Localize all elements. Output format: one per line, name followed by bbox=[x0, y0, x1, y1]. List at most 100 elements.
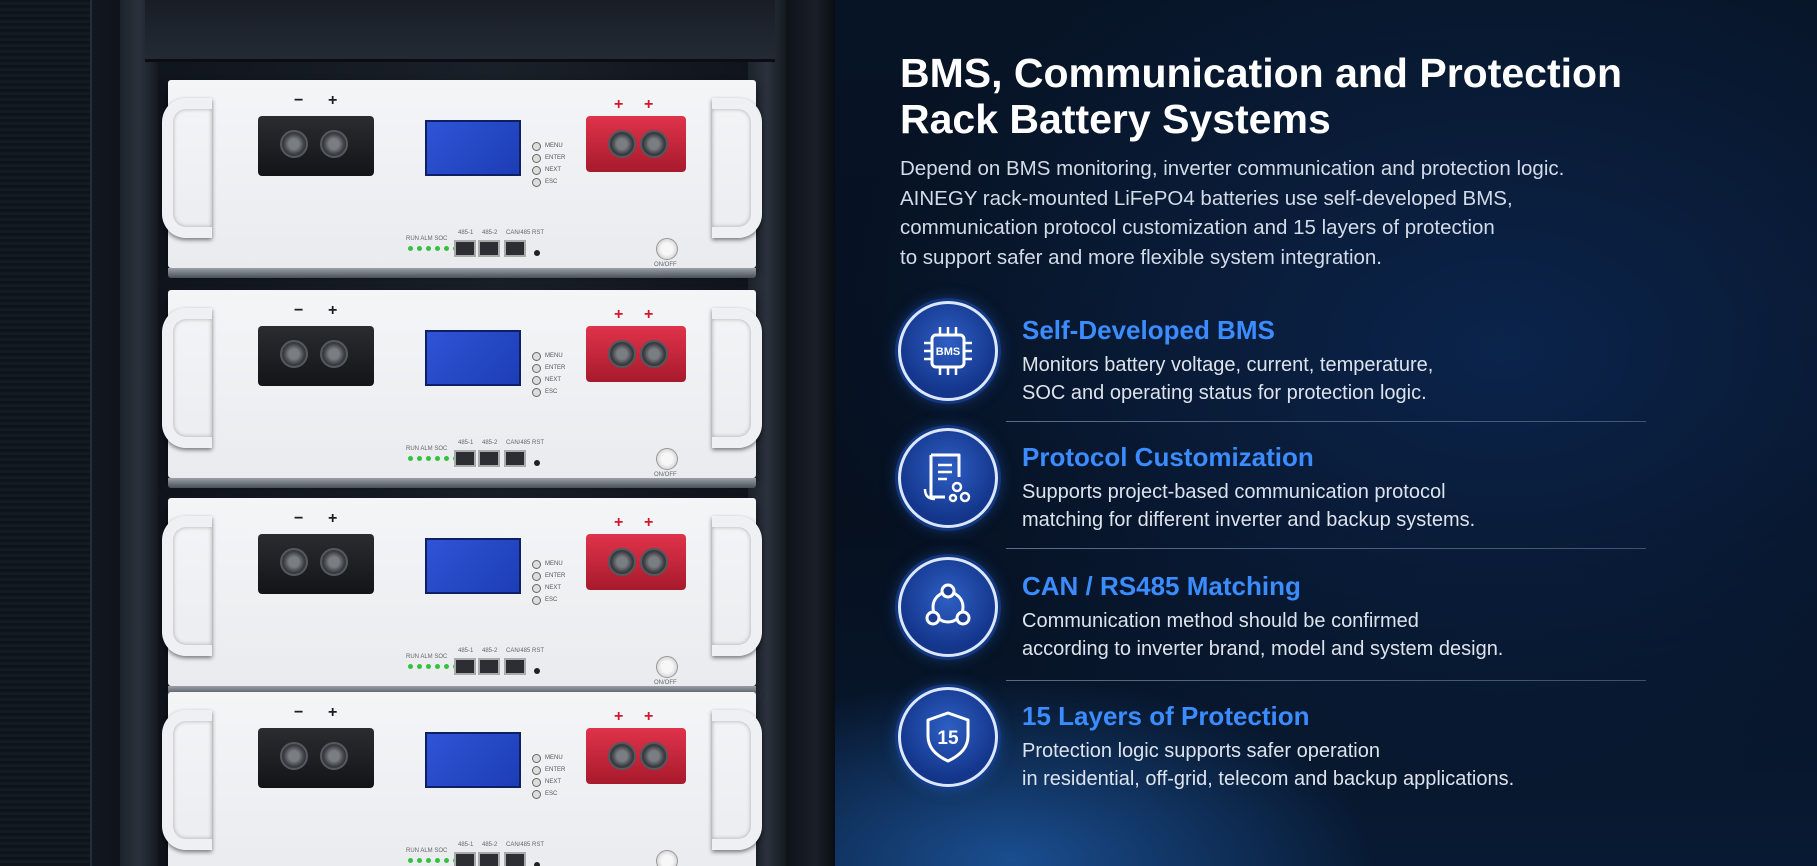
bolt bbox=[640, 130, 668, 158]
status-leds bbox=[408, 456, 458, 461]
positive-sign: + bbox=[614, 708, 624, 725]
bolt bbox=[640, 548, 668, 576]
feature-title: CAN / RS485 Matching bbox=[1022, 571, 1301, 601]
rj45-port bbox=[478, 450, 500, 467]
control-buttons: MENU ENTER NEXT ESC bbox=[532, 558, 565, 606]
onoff-label: ON/OFF bbox=[654, 262, 677, 268]
feature-description-line-1: Monitors battery voltage, current, tempe… bbox=[1022, 354, 1434, 376]
handle-left bbox=[162, 98, 212, 238]
feature-self-developed-bms: BMS Self-Developed BMS Monitors battery … bbox=[898, 301, 1648, 423]
status-led bbox=[444, 664, 449, 669]
positive-terminal bbox=[586, 728, 686, 784]
rj45-port bbox=[478, 852, 500, 866]
status-led bbox=[426, 456, 431, 461]
esc-button bbox=[532, 595, 541, 605]
lcd-display bbox=[425, 732, 521, 788]
menu-button bbox=[532, 141, 541, 151]
positive-sign: + bbox=[644, 306, 654, 323]
bolt bbox=[640, 340, 668, 368]
status-led bbox=[435, 246, 440, 251]
menu-button bbox=[532, 559, 541, 569]
feature-description: Protection logic supports safer operatio… bbox=[1022, 737, 1622, 793]
bolt bbox=[608, 340, 636, 368]
feature-description-line-2: SOC and operating status for protection … bbox=[1022, 382, 1427, 404]
network-nodes-icon bbox=[898, 557, 998, 657]
feature-description: Supports project-based communication pro… bbox=[1022, 478, 1622, 534]
feature-description-line-1: Communication method should be confirmed bbox=[1022, 610, 1419, 632]
bolt bbox=[320, 548, 348, 576]
feature-description: Communication method should be confirmed… bbox=[1022, 607, 1622, 663]
onoff-label: ON/OFF bbox=[654, 472, 677, 478]
positive-sign: + bbox=[328, 704, 338, 721]
port-label: CAN/485 bbox=[506, 842, 531, 848]
bolt bbox=[320, 340, 348, 368]
status-led bbox=[444, 858, 449, 863]
feature-description-line-2: according to inverter brand, model and s… bbox=[1022, 638, 1504, 660]
lcd-display bbox=[425, 538, 521, 594]
shield-icon: 15 bbox=[898, 687, 998, 787]
onoff-label: ON/OFF bbox=[654, 680, 677, 686]
negative-sign: − bbox=[294, 302, 304, 319]
rack-side-panel bbox=[0, 0, 92, 866]
feature-divider bbox=[1006, 680, 1646, 681]
port-label: 485-1 bbox=[458, 440, 474, 446]
status-led bbox=[435, 664, 440, 669]
status-led-labels: RUN ALM SOC bbox=[406, 446, 448, 452]
status-led bbox=[417, 246, 422, 251]
positive-sign: + bbox=[644, 514, 654, 531]
bolt bbox=[608, 130, 636, 158]
bolt bbox=[608, 548, 636, 576]
status-led bbox=[417, 664, 422, 669]
protocol-document-icon bbox=[898, 428, 998, 528]
negative-sign: − bbox=[294, 704, 304, 721]
positive-sign: + bbox=[328, 302, 338, 319]
positive-sign: + bbox=[614, 96, 624, 113]
status-leds bbox=[408, 858, 458, 863]
esc-label: ESC bbox=[545, 597, 558, 603]
negative-sign: − bbox=[294, 92, 304, 109]
rst-label: RST bbox=[532, 440, 544, 446]
feature-description-line-1: Protection logic supports safer operatio… bbox=[1022, 740, 1380, 762]
intro-paragraph: Depend on BMS monitoring, inverter commu… bbox=[900, 154, 1700, 272]
feature-description-line-1: Supports project-based communication pro… bbox=[1022, 481, 1446, 503]
enter-label: ENTER bbox=[545, 155, 566, 161]
handle-right bbox=[712, 308, 762, 448]
feature-title: 15 Layers of Protection bbox=[1022, 701, 1310, 731]
rj45-port bbox=[504, 450, 526, 467]
battery-module: − + + + MENU ENTER NEXT ESC RUN ALM SOC … bbox=[162, 692, 762, 866]
enter-label: ENTER bbox=[545, 767, 566, 773]
bms-chip-icon: BMS bbox=[898, 301, 998, 401]
power-button bbox=[656, 448, 678, 470]
negative-sign: − bbox=[294, 510, 304, 527]
positive-sign: + bbox=[644, 708, 654, 725]
bolt bbox=[280, 548, 308, 576]
rj45-port bbox=[454, 240, 476, 257]
positive-terminal bbox=[586, 534, 686, 590]
port-label: CAN/485 bbox=[506, 230, 531, 236]
reset-hole bbox=[534, 862, 540, 866]
menu-label: MENU bbox=[545, 561, 563, 567]
port-label: 485-1 bbox=[458, 230, 474, 236]
feature-title: Self-Developed BMS bbox=[1022, 315, 1275, 345]
rj45-port bbox=[454, 852, 476, 866]
esc-label: ESC bbox=[545, 791, 558, 797]
menu-button bbox=[532, 753, 541, 763]
status-led bbox=[426, 858, 431, 863]
intro-line-3: communication protocol customization and… bbox=[900, 216, 1495, 239]
lcd-display bbox=[425, 120, 521, 176]
control-buttons: MENU ENTER NEXT ESC bbox=[532, 350, 565, 398]
rst-label: RST bbox=[532, 230, 544, 236]
negative-terminal bbox=[258, 326, 374, 386]
shield-icon-label: 15 bbox=[937, 728, 959, 749]
port-label: CAN/485 bbox=[506, 648, 531, 654]
lcd-display bbox=[425, 330, 521, 386]
next-label: NEXT bbox=[545, 167, 562, 173]
rj45-port bbox=[504, 658, 526, 675]
esc-button bbox=[532, 387, 541, 397]
intro-line-2: AINEGY rack-mounted LiFePO4 batteries us… bbox=[900, 186, 1513, 210]
negative-terminal bbox=[258, 116, 374, 176]
handle-left bbox=[162, 710, 212, 850]
bms-chip-icon-label: BMS bbox=[936, 346, 960, 358]
next-button bbox=[532, 583, 541, 593]
rack-top-panel bbox=[145, 0, 775, 62]
